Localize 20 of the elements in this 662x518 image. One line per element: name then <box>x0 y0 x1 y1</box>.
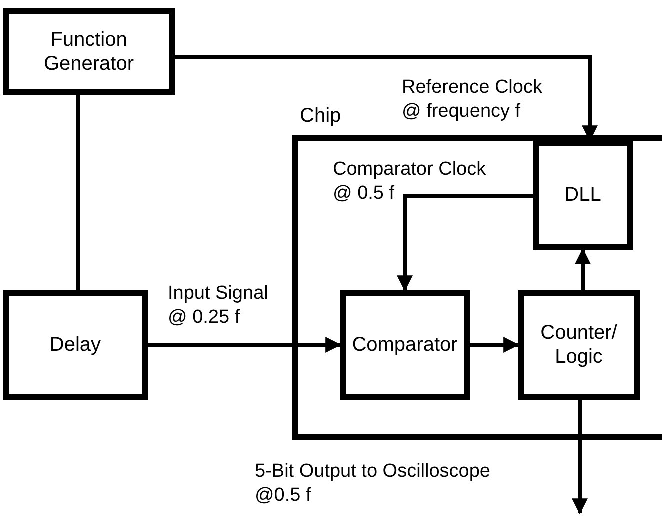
edge-label: Reference Clock @ frequency f <box>402 76 544 124</box>
connector-arrow <box>148 337 342 353</box>
block-label: Function Generator <box>42 28 136 76</box>
block-box <box>518 290 640 400</box>
connector-arrow <box>575 248 591 290</box>
group-title: Chip <box>300 105 342 128</box>
block-label: Delay <box>48 333 102 357</box>
connector-arrow <box>572 400 588 515</box>
block-box <box>533 140 633 250</box>
edge-label: 5-Bit Output to Oscilloscope @0.5 f <box>255 460 492 508</box>
connector-arrow <box>470 337 520 353</box>
connector-arrow <box>397 194 533 292</box>
block-box <box>3 290 148 400</box>
block-label: Counter/ Logic <box>540 321 618 369</box>
edge-label: Comparator Clock @ 0.5 f <box>333 158 488 206</box>
block-box <box>340 290 470 400</box>
edge-label: Input Signal @ 0.25 f <box>168 282 270 330</box>
block-box <box>3 8 175 95</box>
block-label: DLL <box>564 183 602 207</box>
block-label: Comparator <box>351 333 459 357</box>
